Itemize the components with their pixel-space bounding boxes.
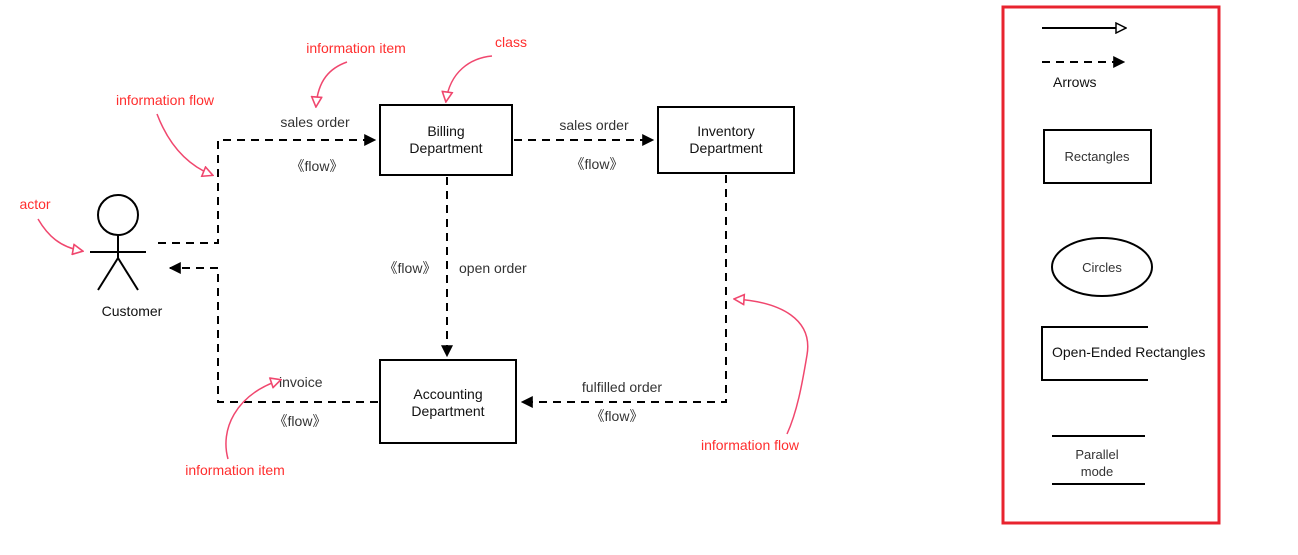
annotation-information-flow-left: information flow <box>116 92 215 175</box>
annotation-class: class <box>446 34 527 101</box>
legend-rectangles-label: Rectangles <box>1064 149 1130 164</box>
annotation-pointer <box>446 55 493 101</box>
annotation-information-flow-right: information flow <box>701 299 809 453</box>
legend-open-ended-rectangle-shape <box>1041 326 1148 381</box>
annotation-information-item-bottom: information item <box>185 380 285 478</box>
accounting-department-line1: Accounting <box>413 386 482 402</box>
inventory-department-line1: Inventory <box>697 123 755 139</box>
customer-actor[interactable]: Customer <box>90 194 163 319</box>
annotation-information-item-top: information item <box>306 40 406 106</box>
legend-parallel-label-line2: mode <box>1081 464 1114 479</box>
accounting-department-box <box>379 359 517 444</box>
flow-stereotype: 《flow》 <box>384 260 437 276</box>
accounting-department-line2: Department <box>411 403 484 419</box>
legend-rectangle-shape <box>1043 129 1152 184</box>
actor-head <box>97 194 139 236</box>
legend-panel: Arrows Rectangles Circles Open-Ended Rec… <box>1001 5 1221 525</box>
flow-customer-to-billing[interactable]: sales order 《flow》 <box>158 114 377 244</box>
billing-department-box <box>379 104 513 176</box>
flow-inventory-to-accounting[interactable]: fulfilled order 《flow》 <box>520 175 727 424</box>
billing-department-class[interactable]: Billing Department <box>379 104 513 176</box>
legend-arrows-label: Arrows <box>1053 74 1097 90</box>
annotation-actor: actor <box>19 196 82 251</box>
customer-label: Customer <box>102 303 163 319</box>
inventory-department-class[interactable]: Inventory Department <box>657 106 795 174</box>
flow-billing-to-accounting[interactable]: open order 《flow》 <box>384 177 528 358</box>
flow-stereotype: 《flow》 <box>291 158 344 174</box>
legend-open-ended-label: Open-Ended Rectangles <box>1052 344 1205 360</box>
annotation-text: information flow <box>701 437 800 453</box>
flow-line <box>158 134 377 244</box>
flow-stereotype: 《flow》 <box>274 413 327 429</box>
inventory-department-box <box>657 106 795 174</box>
annotation-text: information item <box>185 462 285 478</box>
actor-left-leg <box>97 257 119 291</box>
flow-item-label: fulfilled order <box>582 379 662 395</box>
legend-circles-label: Circles <box>1082 260 1122 275</box>
flow-item-label: sales order <box>559 117 629 133</box>
flow-stereotype: 《flow》 <box>571 156 624 172</box>
annotation-pointer <box>225 380 280 460</box>
flow-item-label: open order <box>459 260 527 276</box>
flow-stereotype: 《flow》 <box>591 408 644 424</box>
actor-right-leg <box>117 257 139 291</box>
annotation-text: class <box>495 34 527 50</box>
flow-item-label: sales order <box>280 114 350 130</box>
flow-line <box>168 262 378 403</box>
billing-department-line1: Billing <box>427 123 464 139</box>
annotation-text: information flow <box>116 92 215 108</box>
flow-billing-to-inventory[interactable]: sales order 《flow》 <box>514 117 655 172</box>
flow-accounting-to-customer[interactable]: invoice 《flow》 <box>168 262 378 429</box>
annotation-text: actor <box>19 196 50 212</box>
legend-parallel-label-line1: Parallel <box>1075 447 1118 462</box>
annotation-pointer <box>316 61 348 106</box>
inventory-department-line2: Department <box>689 140 762 156</box>
legend-circle-shape <box>1051 237 1153 297</box>
annotation-pointer <box>156 113 212 175</box>
flow-line <box>520 175 727 408</box>
annotation-pointer <box>735 299 809 435</box>
accounting-department-class[interactable]: Accounting Department <box>379 359 517 444</box>
flow-item-label: invoice <box>279 374 323 390</box>
billing-department-line2: Department <box>409 140 482 156</box>
annotation-pointer <box>37 218 82 251</box>
annotation-text: information item <box>306 40 406 56</box>
